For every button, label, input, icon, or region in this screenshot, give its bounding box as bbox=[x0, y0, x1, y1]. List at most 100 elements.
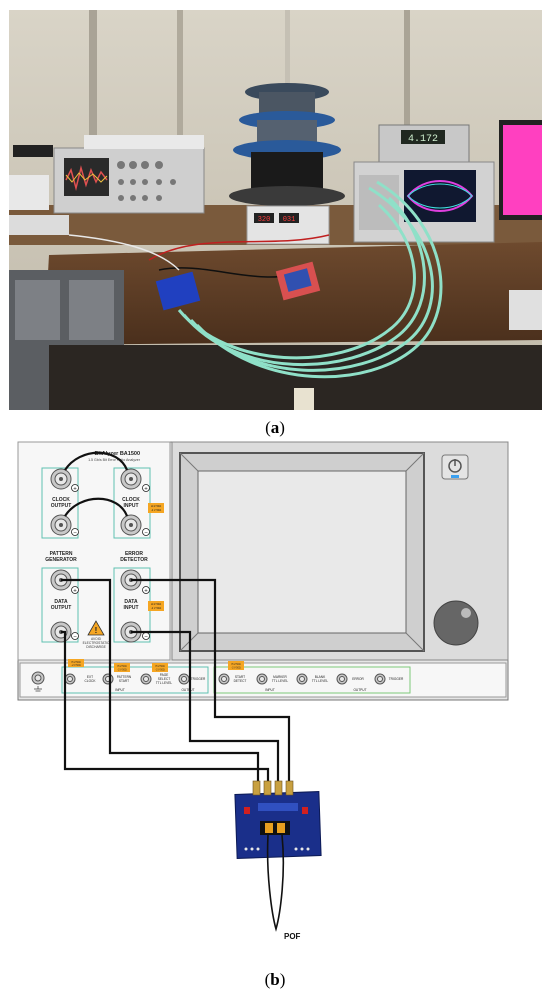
ext-clock-tag-line-2: -2 V 50Ω bbox=[71, 665, 80, 667]
multimeter-reading: 4.172 bbox=[408, 134, 438, 145]
wall-pipe bbox=[404, 10, 410, 130]
svg-text:+: + bbox=[73, 588, 77, 594]
clock-output-minus-connector[interactable] bbox=[50, 514, 72, 536]
warning-line-1: AVOID bbox=[91, 637, 102, 641]
blank-label-2: TTL LEVEL bbox=[312, 679, 329, 683]
left-trigger-connector[interactable] bbox=[178, 673, 190, 685]
ext-clock-connector[interactable] bbox=[64, 673, 76, 685]
ext-clock-label-2: CLOCK bbox=[85, 679, 97, 683]
marker-connector[interactable] bbox=[256, 673, 268, 685]
cable-data-out-minus bbox=[61, 630, 270, 783]
sma-connector bbox=[285, 780, 294, 796]
analyzer-front-panel bbox=[17, 441, 171, 661]
case-panel bbox=[15, 280, 60, 340]
waveform bbox=[65, 165, 108, 191]
wall-pipe bbox=[89, 10, 97, 150]
polarity-marks: + − + − + − + − bbox=[71, 484, 150, 640]
caption-a-letter: a bbox=[270, 418, 280, 437]
pattern-generator-label-2: GENERATOR bbox=[45, 557, 77, 563]
warning-icon bbox=[87, 620, 105, 636]
ext-clock-tag-line-1: Hi Z 50Ω bbox=[71, 662, 80, 664]
bottom-right-input-group: INPUT bbox=[265, 688, 275, 692]
data-output-label-2: OUTPUT bbox=[51, 605, 72, 611]
error-detector-label-2: DETECTOR bbox=[120, 557, 148, 563]
white-wire bbox=[68, 234, 180, 271]
clock-output-label-1: CLOCK bbox=[52, 497, 70, 503]
marker-label-2: TTL LEVEL bbox=[272, 679, 289, 683]
page-select-label-1: PAGE bbox=[160, 673, 169, 677]
start-detect-tag-line-1: Hi Z 50Ω bbox=[231, 664, 240, 666]
tape-roll bbox=[13, 145, 53, 157]
blank-connector[interactable] bbox=[296, 673, 308, 685]
eye-diagram-inner bbox=[407, 183, 473, 209]
eye-diagram-screen bbox=[404, 170, 476, 222]
page-select-tag bbox=[152, 663, 168, 672]
control-knob[interactable] bbox=[433, 600, 479, 646]
analyzer-model-line: 1.5 Gb/s Bit Error Ratio Analyzer bbox=[88, 458, 141, 462]
data-input-tag-line-1: Hi Z 50Ω bbox=[151, 602, 161, 606]
ext-clock-tag bbox=[68, 659, 84, 667]
error-label: ERROR bbox=[352, 677, 364, 681]
red-wire bbox=[148, 234, 330, 261]
right-trigger-label: TRIGGER bbox=[389, 677, 404, 681]
optical-cables bbox=[177, 180, 443, 379]
cover bbox=[84, 135, 204, 149]
start-detect-label-1: START bbox=[235, 675, 245, 679]
pattern-start-connector[interactable] bbox=[102, 673, 114, 685]
page-select-label-2: SELECT bbox=[158, 677, 170, 681]
ground-connector[interactable] bbox=[31, 671, 45, 685]
pole bbox=[285, 10, 290, 120]
clock-input-label-2: INPUT bbox=[124, 503, 139, 509]
page-select-tag-line-2: -2 V 50Ω bbox=[155, 670, 164, 672]
knob-grip bbox=[461, 608, 471, 618]
ground-icon bbox=[34, 686, 42, 692]
monitor-keyboard bbox=[509, 290, 542, 330]
caption-a: (a) bbox=[265, 418, 285, 437]
waveform bbox=[65, 172, 108, 183]
blank-label-1: BLANK bbox=[315, 675, 326, 679]
error-detector-label-1: ERROR bbox=[125, 551, 143, 557]
pattern-start-label-2: START bbox=[119, 679, 129, 683]
svg-text:−: − bbox=[73, 530, 77, 536]
wall-pipe bbox=[177, 10, 183, 150]
sticker bbox=[294, 388, 314, 410]
svg-text:−: − bbox=[144, 634, 148, 640]
right-trigger-connector[interactable] bbox=[374, 673, 386, 685]
data-input-label-1: DATA bbox=[124, 599, 138, 605]
warning-mark: ! bbox=[95, 626, 98, 635]
clock-input-tag-line-2: -2 V 50Ω bbox=[151, 508, 161, 512]
start-detect-connector[interactable] bbox=[218, 673, 230, 685]
clock-output-plus-connector[interactable] bbox=[50, 468, 72, 490]
data-input-label-2: INPUT bbox=[124, 605, 139, 611]
data-input-impedance-tag bbox=[148, 601, 164, 611]
tx-port bbox=[265, 823, 273, 833]
multimeter-display bbox=[401, 130, 445, 144]
bottom-left-io-box bbox=[61, 666, 209, 694]
sma-connector bbox=[252, 780, 261, 796]
power-button[interactable] bbox=[441, 454, 469, 480]
pof-fiber-loop bbox=[266, 834, 285, 932]
warning-line-2: ELECTROSTATIC bbox=[83, 641, 110, 645]
psu-reading-right: 031 bbox=[283, 216, 296, 224]
oscilloscope-screen bbox=[64, 158, 109, 196]
clock-input-label-1: CLOCK bbox=[122, 497, 140, 503]
ext-clock-label-1: EXT bbox=[87, 675, 93, 679]
page-select-label-3: TTL LEVEL bbox=[156, 681, 173, 685]
power-led bbox=[451, 475, 459, 478]
bottom-left-input-group: INPUT bbox=[115, 688, 125, 692]
transceiver-board bbox=[155, 271, 201, 311]
start-detect-tag-line-2: -2 V 50Ω bbox=[231, 668, 240, 670]
board-label-area bbox=[258, 803, 298, 811]
optical-transceiver bbox=[260, 821, 290, 835]
sma-connector bbox=[274, 780, 283, 796]
transceiver-board bbox=[234, 780, 322, 859]
error-connector[interactable] bbox=[336, 673, 348, 685]
page-select-connector[interactable] bbox=[140, 673, 152, 685]
clock-input-plus-connector[interactable] bbox=[120, 468, 142, 490]
board-cables bbox=[61, 578, 291, 783]
cable-data-in-plus bbox=[131, 578, 291, 783]
clock-input-minus-connector[interactable] bbox=[120, 514, 142, 536]
pattern-generator-label-1: PATTERN bbox=[50, 551, 73, 557]
psu-display-right bbox=[279, 213, 299, 223]
jumper-red bbox=[302, 807, 308, 814]
